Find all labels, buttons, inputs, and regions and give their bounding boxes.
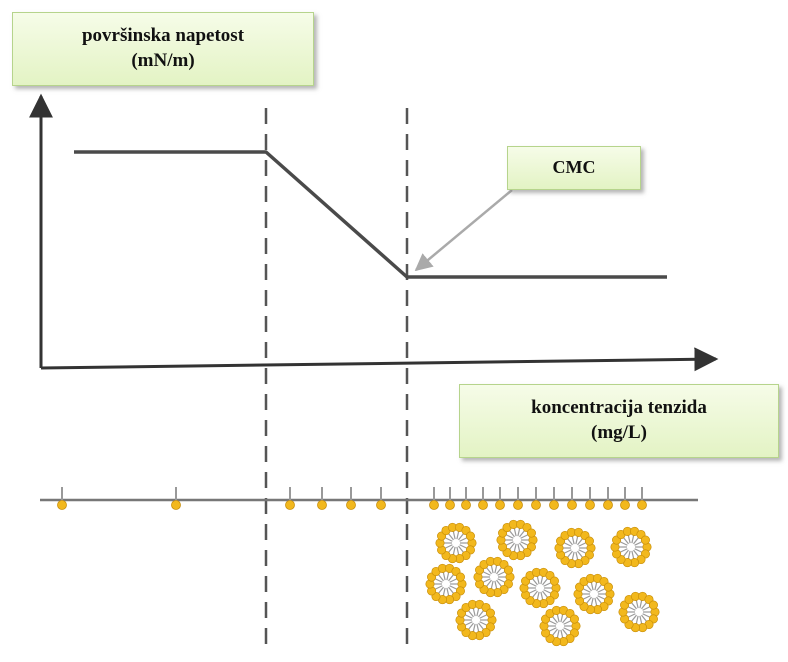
- micelle-icon: [539, 605, 581, 647]
- micelle-icon: [425, 563, 467, 605]
- surfactant-molecule-icon: [567, 487, 577, 510]
- micelle-icon: [610, 526, 652, 568]
- y-axis-label-line1: površinska napetost: [81, 25, 245, 47]
- surfactant-molecule-icon: [513, 487, 523, 510]
- x-axis: [40, 347, 719, 372]
- surfactant-molecule-icon: [317, 487, 327, 510]
- micelle-icon: [496, 519, 538, 561]
- surfactant-molecule-icon: [478, 487, 488, 510]
- surfactant-molecule-icon: [495, 487, 505, 510]
- micelle-icon: [455, 599, 497, 641]
- micelles: [425, 519, 660, 647]
- surface-tension-curve: [74, 150, 667, 279]
- surfactant-molecule-icon: [531, 487, 541, 510]
- surfactant-molecule-icon: [429, 487, 439, 510]
- cmc-label: CMC: [552, 157, 596, 178]
- surfactant-molecule-icon: [637, 487, 647, 510]
- micelle-icon: [435, 522, 477, 564]
- y-axis-label-box: površinska napetost (mN/m): [12, 12, 314, 86]
- surfactant-molecule-icon: [549, 487, 559, 510]
- x-axis-label-line1: koncentracija tenzida: [531, 397, 707, 419]
- micelle-icon: [473, 556, 515, 598]
- surfactant-molecule-icon: [285, 487, 295, 510]
- cmc-label-box: CMC: [507, 146, 641, 190]
- micelle-icon: [554, 527, 596, 569]
- surfactant-molecule-icon: [171, 487, 181, 510]
- surfactant-molecule-icon: [603, 487, 613, 510]
- x-axis-label-box: koncentracija tenzida (mg/L): [459, 384, 779, 458]
- y-axis-label-line2: (mN/m): [131, 50, 195, 71]
- x-axis-label-line2: (mg/L): [591, 422, 647, 443]
- micelle-icon: [519, 567, 561, 609]
- surfactant-molecule-icon: [585, 487, 595, 510]
- surfactant-molecule-icon: [376, 487, 386, 510]
- surfactant-molecule-icon: [57, 487, 67, 510]
- micelle-icon: [573, 573, 615, 615]
- surfactant-molecule-icon: [346, 487, 356, 510]
- surfactant-molecule-icon: [445, 487, 455, 510]
- cmc-pointer-arrow: [414, 189, 513, 272]
- surfactant-molecule-icon: [620, 487, 630, 510]
- surfactant-molecules: [57, 487, 647, 510]
- micelle-icon: [618, 591, 660, 633]
- surfactant-molecule-icon: [461, 487, 471, 510]
